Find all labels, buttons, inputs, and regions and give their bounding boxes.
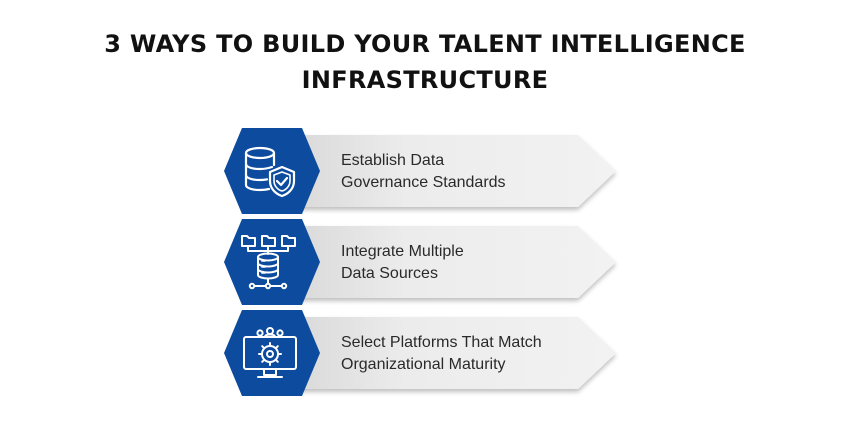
database-network-icon	[241, 235, 296, 290]
monitor-team-gear-icon	[243, 327, 297, 378]
step-3-label: Select Platforms That Match Organization…	[341, 334, 542, 373]
step-3: Select Platforms That Match Organization…	[0, 307, 850, 399]
step-1: Establish Data Governance Standards	[0, 125, 850, 217]
step-1-label: Establish Data Governance Standards	[341, 152, 506, 191]
page-title: 3 WAYS TO BUILD YOUR TALENT INTELLIGENCE…	[0, 26, 850, 98]
title-line-2: INFRASTRUCTURE	[301, 66, 549, 94]
step-2: Integrate Multiple Data Sources	[0, 216, 850, 308]
step-2-label: Integrate Multiple Data Sources	[341, 243, 464, 282]
database-shield-icon	[244, 146, 296, 198]
title-line-1: 3 WAYS TO BUILD YOUR TALENT INTELLIGENCE	[104, 30, 746, 58]
